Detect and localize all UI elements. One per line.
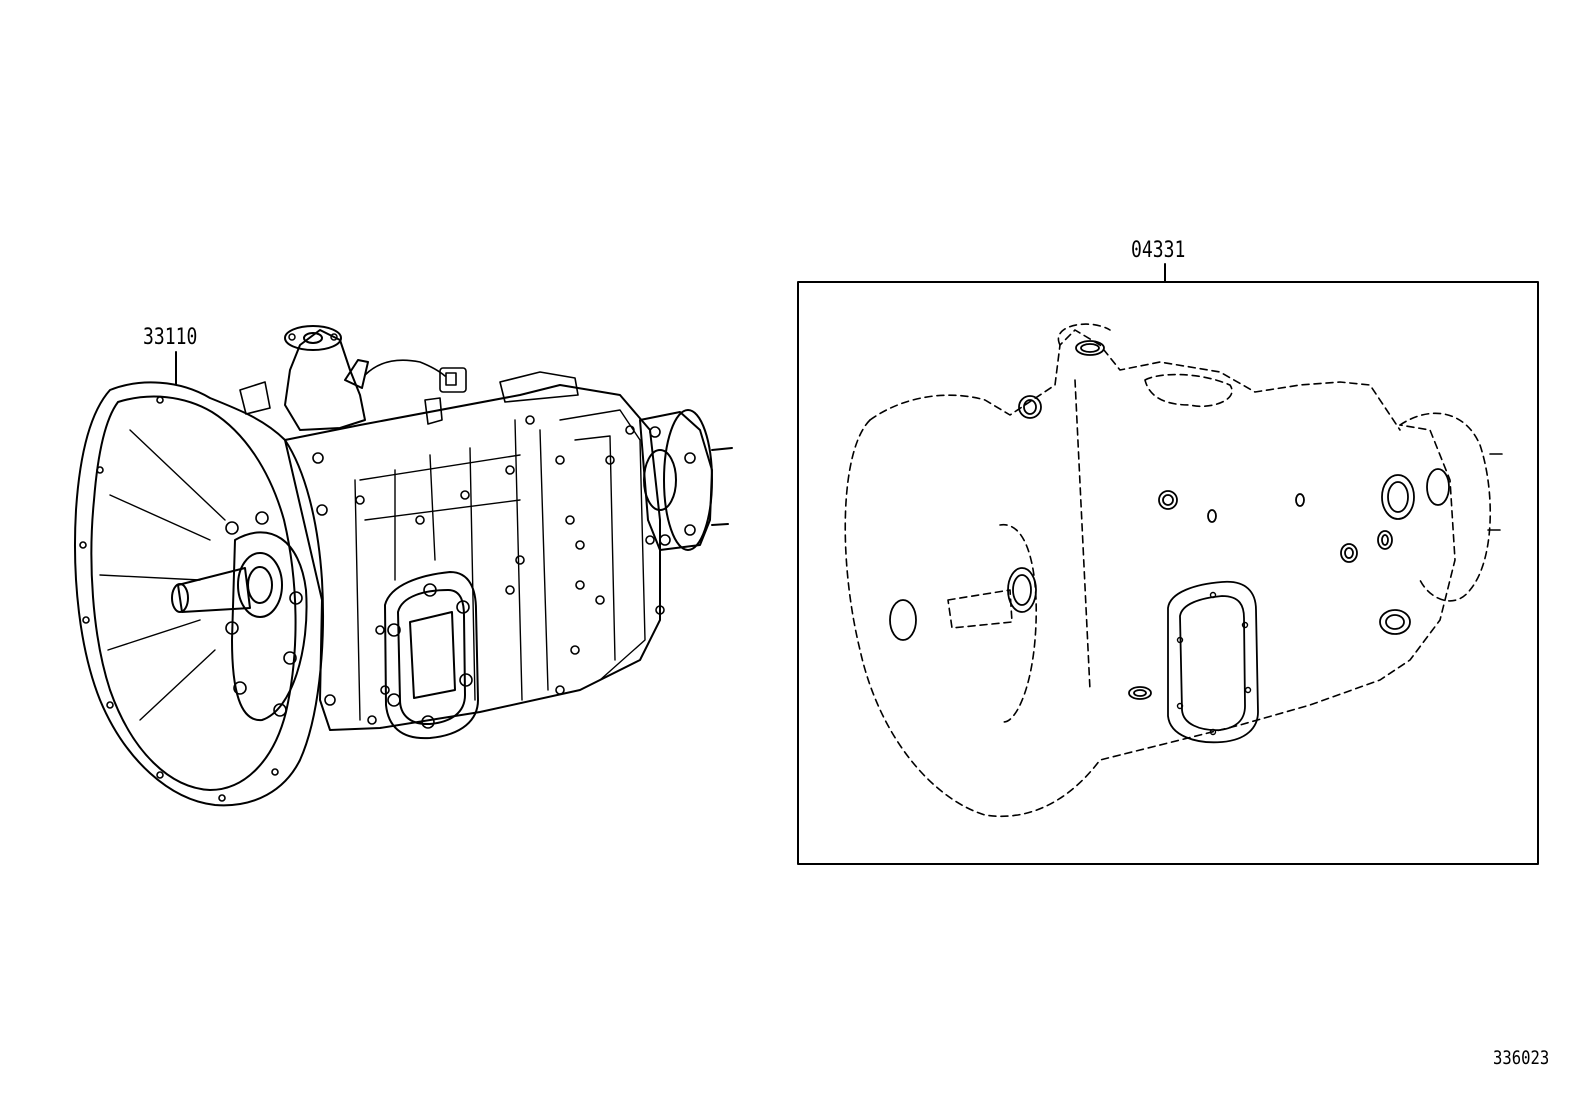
case-bolts bbox=[355, 415, 665, 725]
bell-o-ring bbox=[889, 599, 917, 641]
top-plug-seal bbox=[1075, 340, 1105, 356]
lower-seal bbox=[1379, 609, 1411, 635]
side-o-ring-1 bbox=[1340, 543, 1358, 563]
seals-and-orings bbox=[889, 340, 1450, 700]
drain-plug-gasket bbox=[1128, 686, 1152, 700]
side-o-ring-2 bbox=[1377, 530, 1393, 550]
phantom-input-shaft bbox=[947, 589, 1013, 629]
front-cover-bolts bbox=[225, 511, 303, 717]
callout-33110: 33110 bbox=[143, 325, 198, 350]
bell-ribs bbox=[99, 429, 226, 721]
bell-housing bbox=[74, 381, 324, 807]
main-case bbox=[284, 384, 661, 731]
top-bosses bbox=[239, 371, 579, 425]
illustration-number: 336023 bbox=[1493, 1047, 1550, 1069]
case-ribs bbox=[354, 409, 646, 721]
phantom-outline bbox=[844, 323, 1492, 817]
small-o-ring-1 bbox=[1158, 490, 1178, 510]
rear-output-flange bbox=[639, 409, 733, 551]
rear-o-ring bbox=[1426, 468, 1450, 506]
front-cover bbox=[231, 531, 308, 722]
transmission-assembly-drawing bbox=[74, 325, 733, 807]
rear-oil-seal bbox=[1381, 474, 1415, 520]
pto-cover bbox=[384, 571, 479, 740]
upper-seal bbox=[1018, 395, 1042, 419]
sensor-harness bbox=[364, 359, 467, 393]
input-shaft bbox=[171, 552, 283, 618]
small-o-ring-2 bbox=[1207, 509, 1217, 523]
bell-joint-bolts bbox=[312, 452, 336, 706]
shift-tower bbox=[284, 325, 369, 431]
pto-cover-gasket bbox=[1167, 580, 1259, 744]
gasket-kit-drawing bbox=[797, 263, 1539, 865]
small-o-ring-3 bbox=[1295, 493, 1305, 507]
front-oil-seal bbox=[1007, 567, 1037, 613]
bell-housing-inner bbox=[90, 395, 297, 791]
gasket-kit-frame bbox=[797, 281, 1539, 865]
bell-bolt-holes bbox=[79, 396, 279, 802]
phantom-studs bbox=[1487, 453, 1503, 531]
callout-04331: 04331 bbox=[1131, 238, 1186, 263]
